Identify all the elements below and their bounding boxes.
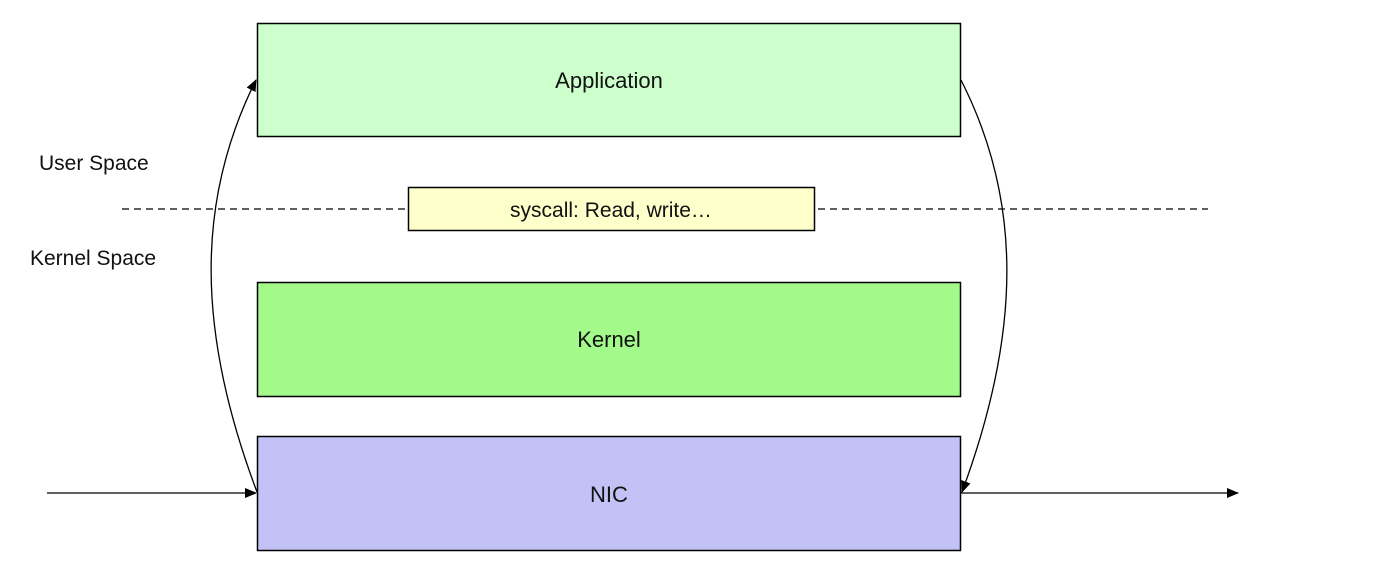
kernel-box: Kernel — [256, 281, 962, 398]
nic-box: NIC — [256, 435, 962, 552]
nic-to-application-arrow — [210, 79, 258, 493]
syscall-box-rect — [407, 186, 816, 232]
nic-label: NIC — [590, 482, 628, 507]
application-to-nic-arrow — [960, 79, 1008, 493]
user-space-label: User Space — [39, 152, 149, 175]
kernel-space-label: Kernel Space — [30, 247, 156, 270]
kernel-label: Kernel — [577, 327, 641, 352]
kernel-box-rect — [256, 281, 962, 398]
nic-box-rect — [256, 435, 962, 552]
application-box-rect — [256, 22, 962, 138]
syscall-label: syscall: Read, write… — [510, 199, 712, 222]
application-box: Application — [256, 22, 962, 138]
syscall-box: syscall: Read, write… — [407, 186, 816, 232]
application-label: Application — [555, 68, 663, 93]
